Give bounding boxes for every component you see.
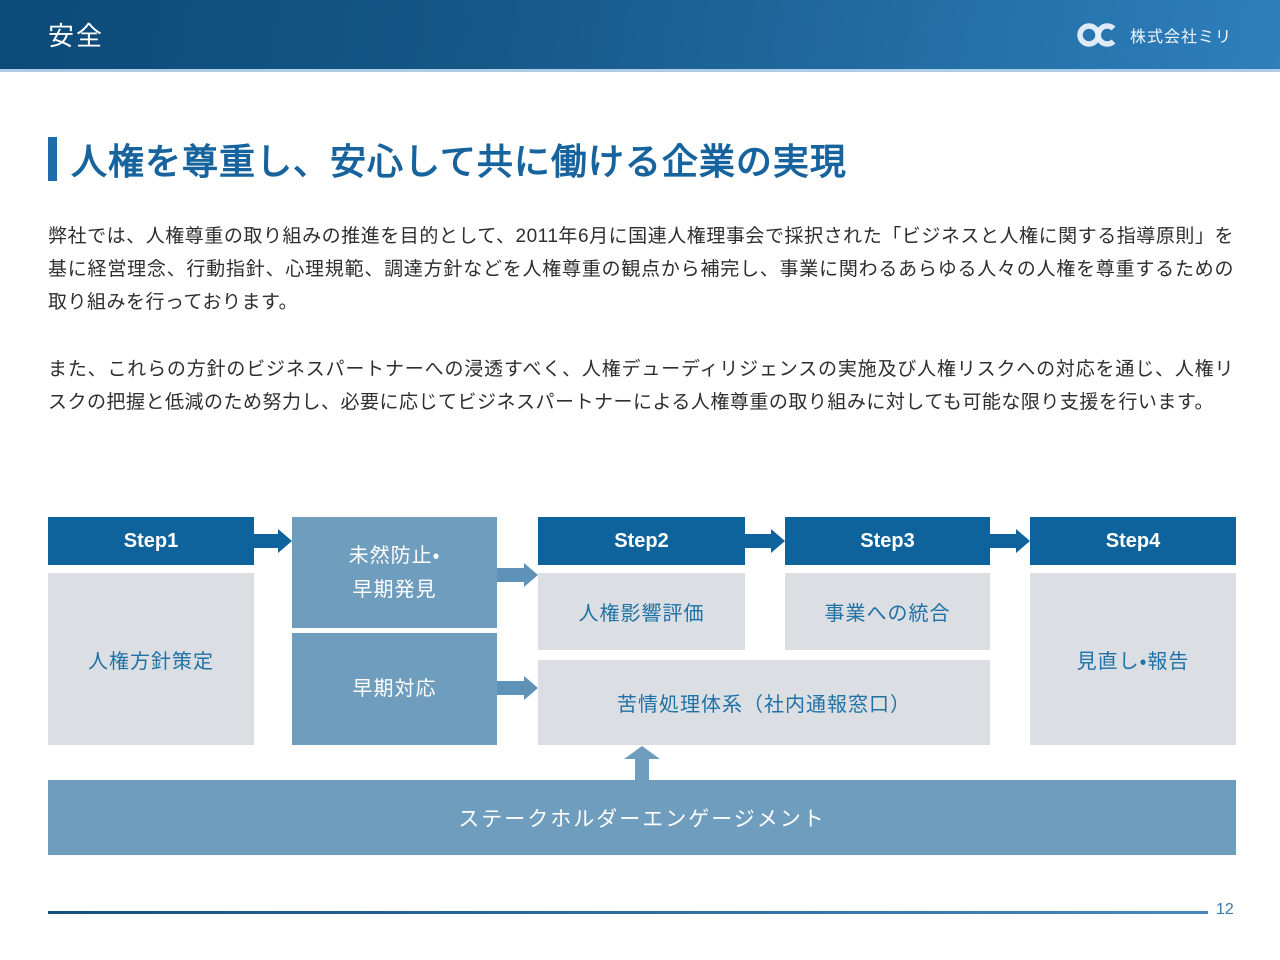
logo-text: 株式会社ミリ	[1129, 28, 1232, 46]
arrow-mitigation-to-step2	[497, 563, 538, 587]
step1-header: Step1	[48, 517, 254, 565]
response-box: 早期対応	[292, 633, 497, 745]
paragraph-2: また、これらの方針のビジネスパートナーへの浸透すべく、人権デューディリジェンスの…	[48, 359, 1234, 413]
page-title: 人権を尊重し、安心して共に働ける企業の実現	[71, 141, 847, 182]
page-title-row: 人権を尊重し、安心して共に働ける企業の実現	[48, 133, 847, 185]
title-accent-bar	[48, 137, 57, 181]
arrow-response-to-grievance	[497, 676, 538, 700]
arrow-step2-to-step3	[745, 529, 785, 553]
page-number: 12	[1216, 901, 1234, 918]
footer-divider	[48, 911, 1208, 914]
company-logo: 株式会社ミリ	[1076, 21, 1232, 49]
header-bar: 安全 株式会社ミリ	[0, 0, 1280, 72]
step4-header: Step4	[1030, 517, 1236, 565]
arrow-step3-to-step4	[990, 529, 1030, 553]
step3-header: Step3	[785, 517, 990, 565]
logo-rings-icon	[1077, 22, 1116, 47]
step1-box: 人権方針策定	[48, 573, 254, 745]
step3-box: 事業への統合	[785, 573, 990, 650]
paragraph-1: 弊社では、人権尊重の取り組みの推進を目的として、2011年6月に国連人権理事会で…	[48, 226, 1234, 313]
step2-header: Step2	[538, 517, 745, 565]
step2-box: 人権影響評価	[538, 573, 745, 650]
header-title: 安全	[48, 21, 105, 51]
stakeholder-band: ステークホルダーエンゲージメント	[48, 780, 1236, 855]
mitigation-box: 未然防止・ 早期発見	[292, 517, 497, 628]
arrow-step1-to-mitigation	[254, 529, 292, 553]
grievance-box: 苦情処理体系（社内通報窓口）	[538, 660, 990, 745]
step4-box: 見直し・報告	[1030, 573, 1236, 745]
arrow-stakeholder-to-grievance	[624, 746, 660, 781]
